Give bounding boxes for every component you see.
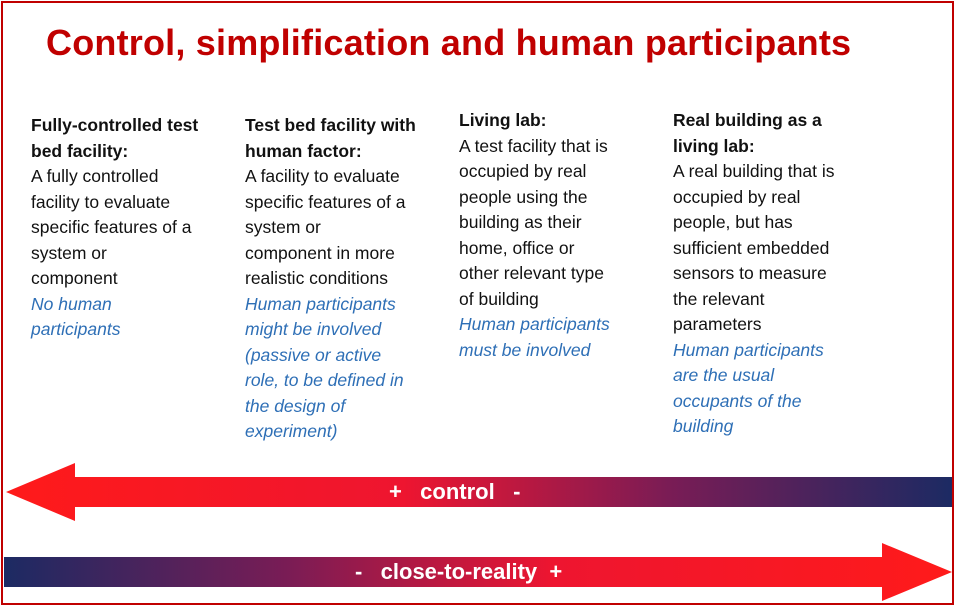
column-participants-note: No human participants [31, 293, 121, 340]
column-test-bed-human-factor: Test bed facility with human factor: A f… [245, 113, 416, 445]
column-heading: Fully-controlled test bed facility: [31, 115, 199, 161]
column-participants-note: Human participants are the usual occupan… [673, 339, 824, 437]
column-real-building-living-lab: Real building as a living lab: A real bu… [673, 108, 835, 440]
column-heading: Real building as a living lab: [673, 110, 822, 156]
column-heading: Living lab: [459, 110, 547, 130]
close-to-reality-arrow-label: - close-to-reality + [355, 559, 563, 584]
column-description: A fully controlled facility to evaluate … [31, 166, 192, 288]
slide-title: Control, simplification and human partic… [46, 22, 852, 63]
control-arrow [6, 463, 952, 521]
control-arrow-label: + control - [389, 479, 521, 504]
column-description: A test facility that is occupied by real… [459, 135, 608, 309]
column-description: A real building that is occupied by real… [673, 161, 835, 334]
column-fully-controlled: Fully-controlled test bed facility: A fu… [31, 113, 198, 343]
close-to-reality-arrow [4, 543, 952, 601]
column-description: A facility to evaluate specific features… [245, 166, 406, 288]
column-living-lab: Living lab: A test facility that is occu… [459, 108, 610, 363]
column-participants-note: Human participants must be involved [459, 314, 610, 360]
column-participants-note: Human participants might be involved (pa… [245, 293, 404, 442]
column-heading: Test bed facility with human factor: [245, 115, 416, 161]
